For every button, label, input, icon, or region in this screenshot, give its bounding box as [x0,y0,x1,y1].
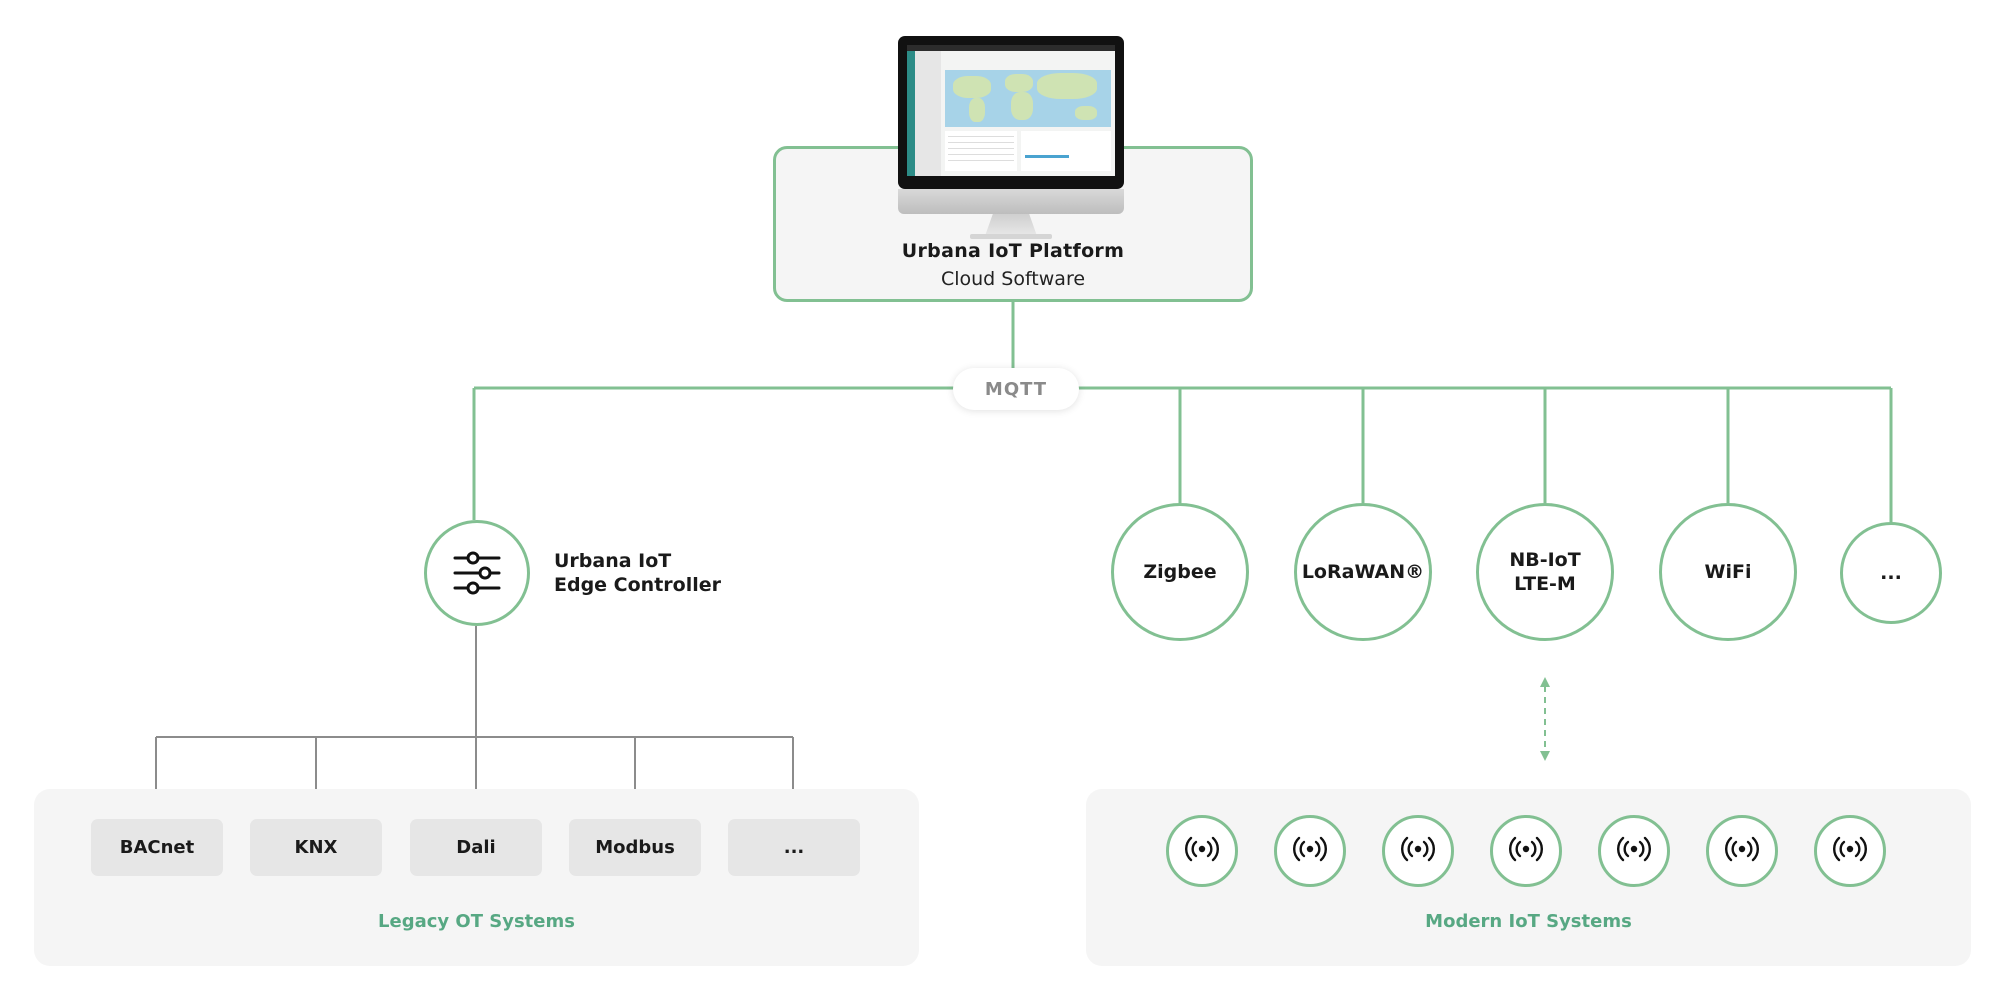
edge-controller-label: Urbana IoT Edge Controller [554,549,721,597]
wireless-signal-icon [1293,836,1327,866]
iot-device-node [1814,815,1886,887]
wireless-signal-icon [1617,836,1651,866]
protocol-node-wifi: WiFi [1659,503,1797,641]
edge-controller-node [424,520,530,626]
bidirectional-arrow-icon [1540,677,1550,761]
mqtt-label: MQTT [953,368,1079,410]
protocol-node-more: ... [1840,522,1942,624]
protocol-label: Zigbee [1143,561,1217,583]
protocol-label: NB-IoT [1509,549,1581,571]
legacy-item-knx: KNX [250,819,382,876]
legacy-item-bacnet: BACnet [91,819,223,876]
wireless-signal-icon [1185,836,1219,866]
modern-systems-title: Modern IoT Systems [1425,911,1632,932]
wireless-signal-icon [1833,836,1867,866]
sliders-icon [453,551,501,595]
iot-device-node [1490,815,1562,887]
iot-device-node [1382,815,1454,887]
protocol-label: WiFi [1704,561,1752,583]
iot-device-node [1598,815,1670,887]
iot-device-node [1166,815,1238,887]
protocol-label: LoRaWAN® [1301,561,1425,583]
protocol-label-line2: LTE-M [1514,573,1576,595]
platform-subtitle: Cloud Software [940,268,1086,290]
legacy-item-modbus: Modbus [569,819,701,876]
protocol-node-zigbee: Zigbee [1111,503,1249,641]
legacy-systems-title: Legacy OT Systems [378,911,575,932]
monitor-icon [898,36,1124,239]
wireless-signal-icon [1725,836,1759,866]
legacy-item-more: ... [728,819,860,876]
iot-device-node [1274,815,1346,887]
protocol-node-lorawan: LoRaWAN® [1294,503,1432,641]
legacy-systems-panel [34,789,919,966]
edge-controller-line2: Edge Controller [554,574,721,596]
iot-device-node [1706,815,1778,887]
world-map-icon [945,70,1111,127]
platform-title: Urbana IoT Platform [901,240,1125,262]
dashboard-screenshot [907,45,1115,176]
legacy-item-dali: Dali [410,819,542,876]
edge-controller-line1: Urbana IoT [554,550,672,572]
protocol-label: ... [1880,562,1902,584]
wireless-signal-icon [1509,836,1543,866]
wireless-signal-icon [1401,836,1435,866]
